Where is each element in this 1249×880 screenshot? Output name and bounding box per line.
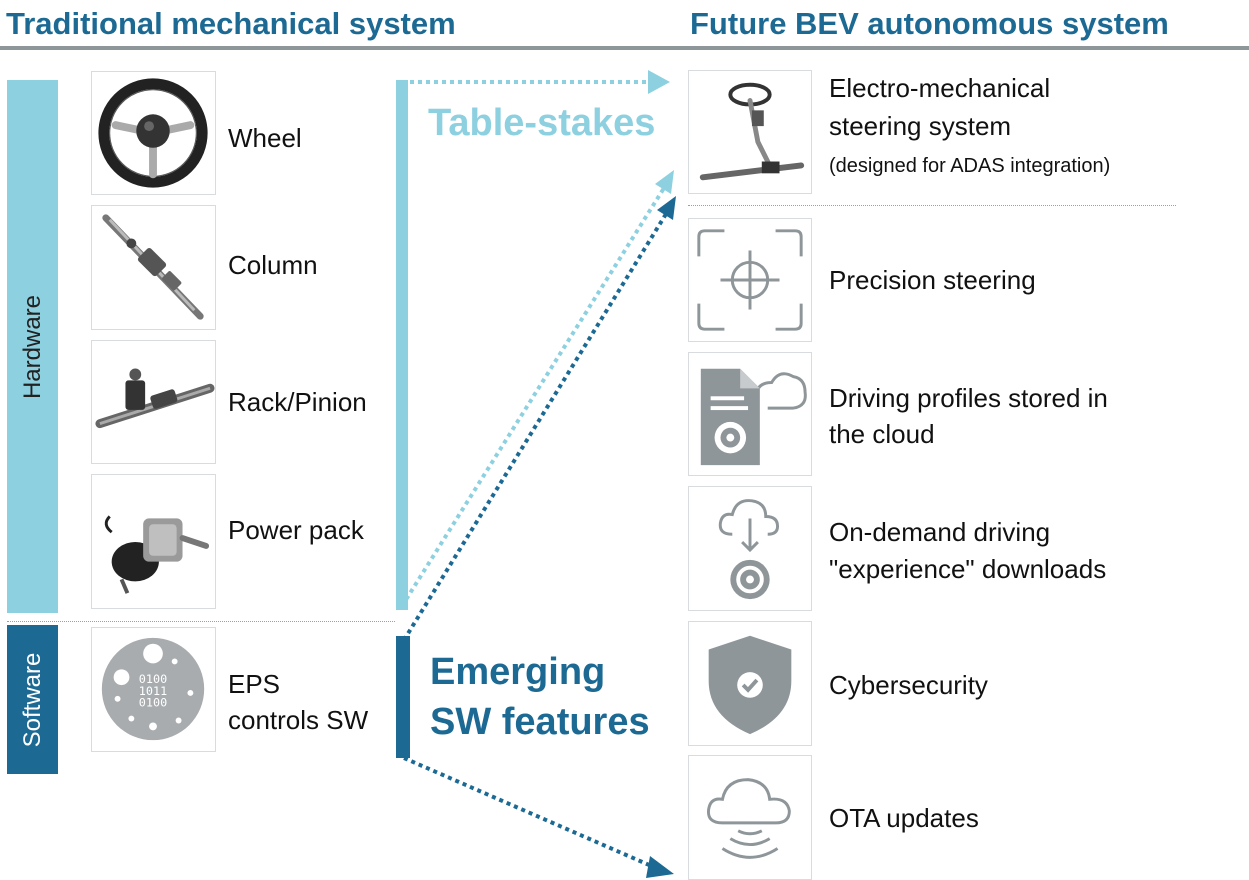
emerging-label-line1: Emerging bbox=[430, 651, 606, 693]
wheel-label: Wheel bbox=[228, 123, 302, 153]
table-stakes-bar bbox=[396, 80, 408, 610]
binary-line-2: 1011 bbox=[139, 684, 167, 698]
steering-wheel-photo-icon bbox=[98, 78, 208, 188]
eps-software-tile: 0100 1011 0100 bbox=[91, 627, 216, 752]
emerging-bar bbox=[396, 636, 410, 758]
cloud-download-icon bbox=[718, 499, 780, 600]
software-band: Software bbox=[7, 625, 58, 774]
table-stakes-diagonal-arrow bbox=[400, 170, 674, 608]
rack-pinion-label: Rack/Pinion bbox=[228, 387, 367, 417]
cybersecurity-tile bbox=[688, 621, 812, 746]
future-divider bbox=[688, 205, 1176, 206]
eps-label-line1: EPS bbox=[228, 669, 281, 699]
cybersecurity-label: Cybersecurity bbox=[829, 670, 988, 700]
binary-chip-icon: 0100 1011 0100 bbox=[101, 637, 205, 741]
emerging-down-arrow bbox=[403, 756, 674, 878]
emerging-up-arrow bbox=[402, 196, 676, 642]
driving-profiles-tile bbox=[688, 352, 812, 476]
ota-updates-label: OTA updates bbox=[829, 803, 979, 833]
power-pack-photo-icon bbox=[104, 515, 210, 594]
rack-pinion-tile bbox=[91, 340, 216, 464]
eps-system-line3: (designed for ADAS integration) bbox=[829, 155, 1111, 177]
binary-line-3: 0100 bbox=[139, 696, 167, 710]
cloud-signal-icon bbox=[706, 778, 791, 859]
right-header: Future BEV autonomous system bbox=[690, 6, 1169, 41]
wheel-tile bbox=[91, 71, 216, 195]
column-label: Column bbox=[228, 250, 318, 280]
table-stakes-label: Table-stakes bbox=[428, 102, 656, 144]
hardware-band: Hardware bbox=[7, 80, 58, 613]
eps-system-line1: Electro-mechanical bbox=[829, 73, 1051, 103]
emerging-label-line2: SW features bbox=[430, 701, 650, 743]
eps-label-line2: controls SW bbox=[228, 705, 369, 735]
column-tile bbox=[91, 205, 216, 330]
driving-profiles-line2: the cloud bbox=[829, 419, 935, 449]
rack-pinion-photo-icon bbox=[95, 368, 215, 429]
document-cloud-icon bbox=[700, 368, 807, 466]
eps-system-line2: steering system bbox=[829, 111, 1012, 141]
power-pack-tile bbox=[91, 474, 216, 609]
on-demand-line2: "experience" downloads bbox=[829, 554, 1107, 584]
on-demand-line1: On-demand driving bbox=[829, 517, 1051, 547]
precision-steering-label: Precision steering bbox=[829, 265, 1036, 295]
steering-column-photo-icon bbox=[102, 214, 204, 320]
left-header: Traditional mechanical system bbox=[6, 6, 456, 41]
ota-updates-tile bbox=[688, 755, 812, 880]
binary-line-1: 0100 bbox=[139, 672, 167, 686]
driving-profiles-line1: Driving profiles stored in bbox=[829, 383, 1108, 413]
on-demand-tile bbox=[688, 486, 812, 611]
eps-system-photo-icon bbox=[699, 82, 805, 181]
table-stakes-top-arrow bbox=[402, 70, 670, 94]
power-pack-label: Power pack bbox=[228, 515, 364, 545]
eps-system-tile bbox=[688, 70, 812, 194]
shield-check-icon bbox=[708, 635, 792, 735]
header-rule bbox=[0, 46, 1249, 50]
precision-steering-tile bbox=[688, 218, 812, 342]
hardware-software-divider bbox=[7, 621, 395, 622]
crosshair-icon bbox=[697, 229, 803, 331]
